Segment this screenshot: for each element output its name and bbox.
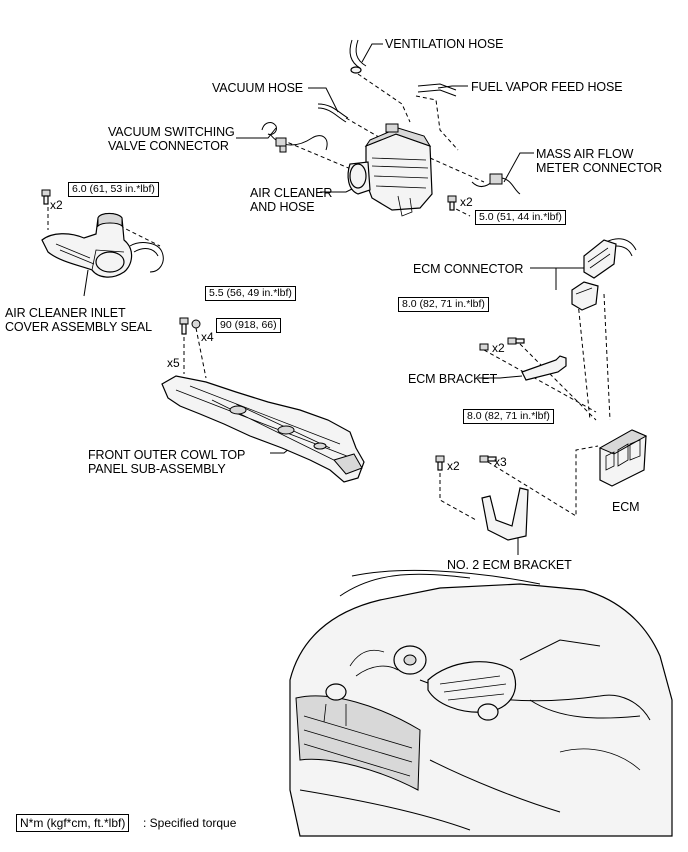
label-inlet-seal-line1: AIR CLEANER INLET [5, 306, 126, 320]
label-vsv-connector-line1: VACUUM SWITCHING [108, 125, 235, 139]
qty-ecm-bracket: x2 [492, 341, 505, 355]
label-no2-ecm-bracket: NO. 2 ECM BRACKET [447, 558, 572, 572]
label-vsv-connector-line2: VALVE CONNECTOR [108, 139, 229, 153]
no2-ecm-bracket-part [435, 455, 529, 541]
maf-connector-part [471, 173, 521, 195]
air-cleaner-part [347, 123, 433, 217]
label-fuel-vapor-feed-hose: FUEL VAPOR FEED HOSE [471, 80, 623, 94]
vacuum-hose-part [317, 103, 349, 123]
cowl-fasteners [179, 317, 201, 335]
inlet-seal-part [41, 189, 164, 278]
label-ecm-bracket: ECM BRACKET [408, 372, 498, 386]
label-cowl-line1: FRONT OUTER COWL TOP [88, 448, 246, 462]
qty-cowl-bolt: x5 [167, 356, 180, 370]
legend-meaning: : Specified torque [143, 816, 237, 830]
label-ecm: ECM [612, 500, 640, 514]
label-air-cleaner-line1: AIR CLEANER [250, 186, 333, 200]
qty-no2-bolt: x2 [447, 459, 460, 473]
cowl-panel-part [161, 375, 365, 483]
torque-inlet-seal-bolt: 6.0 (61, 53 in.*lbf) [68, 182, 159, 197]
ecm-connector-part [571, 238, 637, 311]
ecm-part [598, 429, 648, 487]
fuel-vapor-feed-hose-part [417, 83, 457, 97]
vsv-connector-part [261, 122, 328, 153]
qty-air-cleaner: x2 [460, 195, 473, 209]
torque-ecm-bracket-bolt: 8.0 (82, 71 in.*lbf) [398, 297, 489, 312]
air-cleaner-bolt [447, 195, 457, 211]
label-cowl-line2: PANEL SUB-ASSEMBLY [88, 462, 226, 476]
label-inlet-seal-line2: COVER ASSEMBLY SEAL [5, 320, 153, 334]
label-air-cleaner-line2: AND HOSE [250, 200, 315, 214]
label-ventilation-hose: VENTILATION HOSE [385, 37, 504, 51]
alignment-lines [47, 73, 611, 521]
label-ecm-connector: ECM CONNECTOR [413, 262, 524, 276]
torque-no2-bracket-bolt: 8.0 (82, 71 in.*lbf) [463, 409, 554, 424]
qty-no2-bolt-alt: x3 [494, 455, 507, 469]
legend-unit: N*m (kgf*cm, ft.*lbf) [16, 814, 130, 832]
ventilation-hose-part [349, 39, 367, 74]
label-maf-connector-line2: METER CONNECTOR [536, 161, 663, 175]
qty-cowl-nut: x4 [201, 330, 214, 344]
torque-cowl-bolt: 5.5 (56, 49 in.*lbf) [205, 286, 296, 301]
ecm-bracket-part [479, 337, 567, 381]
qty-inlet-seal: x2 [50, 198, 63, 212]
label-maf-connector-line1: MASS AIR FLOW [536, 147, 634, 161]
torque-cowl-nut: 90 (918, 66) [216, 318, 281, 333]
label-vacuum-hose: VACUUM HOSE [212, 81, 304, 95]
torque-air-cleaner-bolt: 5.0 (51, 44 in.*lbf) [475, 210, 566, 225]
vehicle-illustration [289, 569, 673, 837]
